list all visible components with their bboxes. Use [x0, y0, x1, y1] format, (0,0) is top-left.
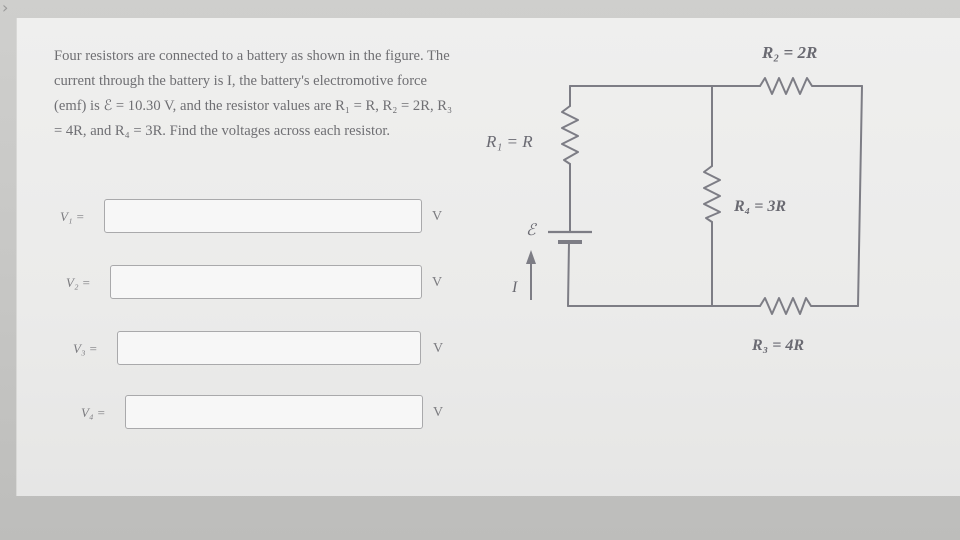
answer-unit-v3: V	[433, 341, 444, 356]
answer-unit-v2: V	[432, 275, 443, 290]
r2-resistor	[759, 77, 819, 95]
r4-resistor	[703, 165, 721, 223]
r3-resistor	[759, 297, 817, 315]
right-wire	[857, 85, 863, 307]
answer-unit-v4: V	[433, 405, 444, 420]
answer-row-v2: V₂ = V	[66, 265, 466, 301]
answer-input-v3[interactable]	[117, 331, 421, 365]
problem-statement: Four resistors are connected to a batter…	[54, 48, 453, 139]
answer-input-v1[interactable]	[104, 199, 422, 233]
r1-resistor	[561, 105, 579, 165]
answer-row-v4: V₄ = V	[81, 395, 481, 431]
chevron-right-icon[interactable]: ›	[2, 0, 9, 17]
emf-label: ℰ	[526, 222, 538, 239]
current-arrow	[526, 250, 536, 300]
answer-unit-v1: V	[432, 209, 443, 224]
answer-label-v3: V₃ =	[73, 341, 98, 356]
answer-input-v2[interactable]	[110, 265, 422, 299]
current-label: I	[511, 279, 518, 296]
answer-row-v1: V₁ = V	[60, 199, 460, 235]
r2-label: R₂ = 2R	[761, 43, 817, 62]
r3-label: R₃ = 4R	[751, 337, 804, 354]
answer-label-v4: V₄ =	[81, 405, 106, 420]
answer-label-v2: V₂ =	[66, 275, 91, 290]
r4-label: R₄ = 3R	[733, 198, 786, 215]
r1-label: R₁ = R	[485, 132, 533, 151]
answer-input-v4[interactable]	[125, 395, 423, 429]
left-wire-bottom	[567, 241, 570, 307]
answer-row-v3: V₃ = V	[73, 331, 473, 367]
answer-label-v1: V₁ =	[60, 209, 85, 224]
